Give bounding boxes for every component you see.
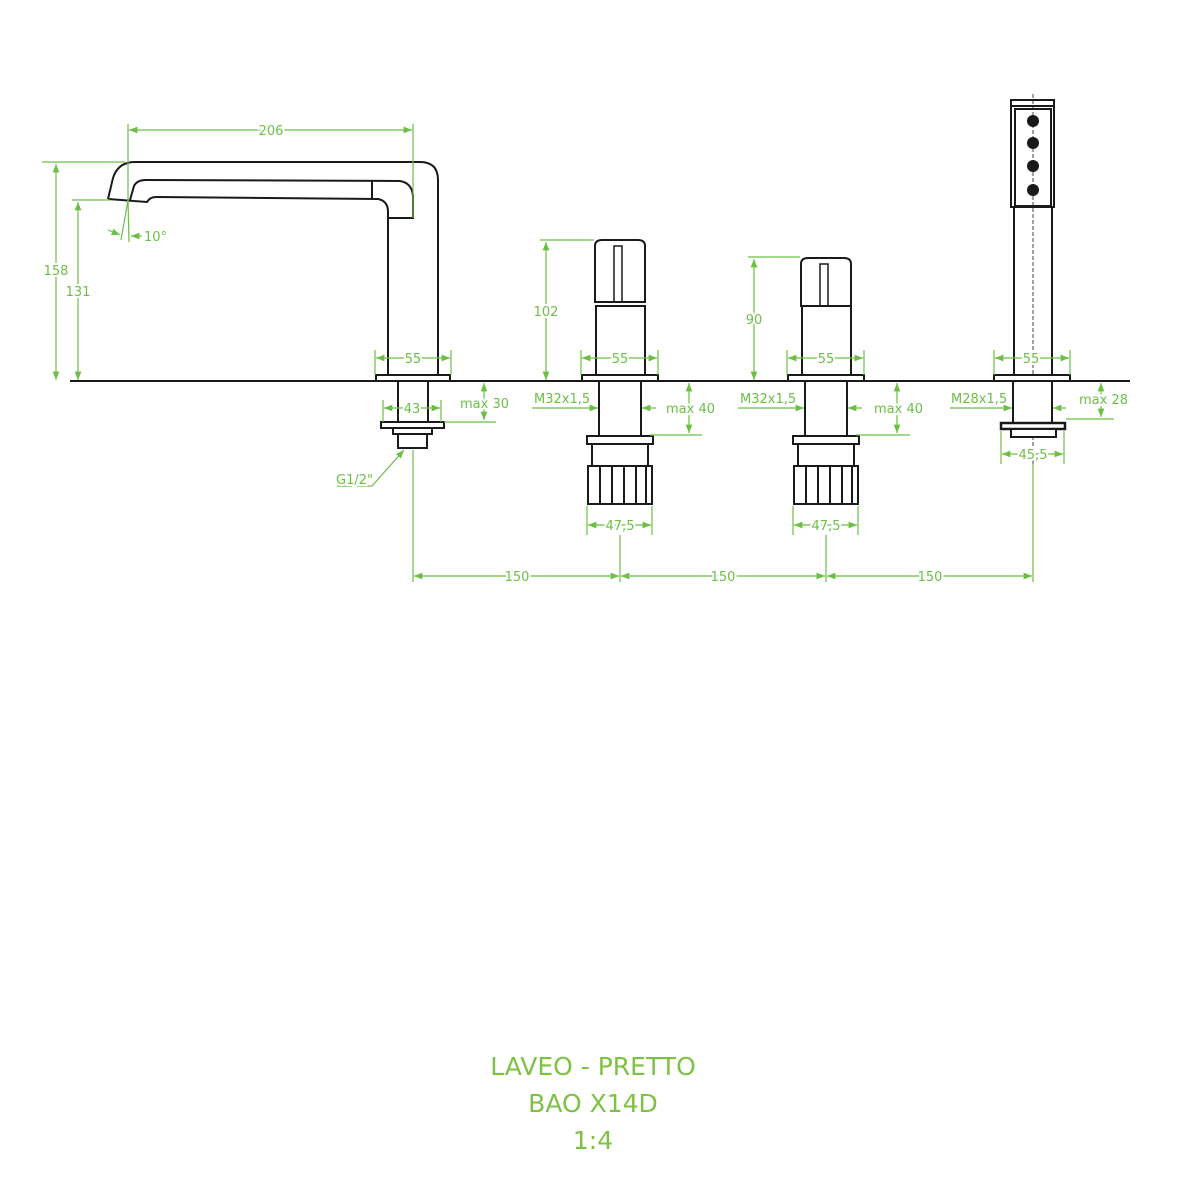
dim-handle-left-nut: 47,5	[606, 519, 635, 534]
dim-spout-height-outlet: 131	[66, 285, 91, 300]
dim-handle-left-height: 102	[534, 305, 559, 320]
spout-dimensions: 206 158 131 10° 55 43 max 30 G1/2"	[42, 122, 511, 490]
dim-handshower-max-depth: max 28	[1079, 393, 1128, 408]
dim-spacing-2: 150	[711, 570, 736, 585]
handshower-dimensions: 55 M28x1,5 max 28 45,5	[949, 350, 1130, 465]
handle-right	[787, 257, 865, 505]
dim-handle-left-max-depth: max 40	[666, 402, 715, 417]
dim-spout-angle: 10°	[144, 230, 167, 245]
spout	[107, 161, 451, 449]
dim-spout-width: 206	[259, 124, 284, 139]
dim-spout-shank: 43	[404, 402, 421, 417]
spray-nozzle-icon	[1027, 184, 1039, 196]
dim-spacing-3: 150	[918, 570, 943, 585]
dim-spacing-1: 150	[505, 570, 530, 585]
handshower	[993, 94, 1071, 466]
product-code: BAO X14D	[528, 1089, 658, 1118]
dim-spout-max-depth: max 30	[460, 397, 509, 412]
dim-handle-right-base: 55	[818, 352, 835, 367]
dim-handle-right-height: 90	[746, 313, 763, 328]
handle-right-dimensions: 90 55 M32x1,5 max 40 47,5	[738, 256, 925, 536]
spray-nozzle-icon	[1027, 137, 1039, 149]
handle-left-dimensions: 102 55 M32x1,5 max 40 47,5	[532, 239, 717, 536]
dim-spout-height-total: 158	[44, 264, 69, 279]
dim-handle-right-nut: 47,5	[812, 519, 841, 534]
dim-handshower-thread: M28x1,5	[951, 392, 1007, 407]
dim-spout-thread: G1/2"	[336, 473, 373, 488]
dim-handshower-base: 55	[1023, 352, 1040, 367]
drawing-scale: 1:4	[573, 1126, 613, 1155]
dim-handle-left-thread: M32x1,5	[534, 392, 590, 407]
spray-nozzle-icon	[1027, 160, 1039, 172]
title-block: LAVEO - PRETTO BAO X14D 1:4	[490, 1052, 696, 1155]
dim-spout-base: 55	[405, 352, 422, 367]
spray-nozzle-icon	[1027, 115, 1039, 127]
dim-handshower-nut: 45,5	[1019, 448, 1048, 463]
handle-left	[581, 239, 659, 505]
dim-handle-right-thread: M32x1,5	[740, 392, 796, 407]
dim-handle-right-max-depth: max 40	[874, 402, 923, 417]
spacing-dimensions: 150 150 150	[412, 450, 1034, 587]
dim-handle-left-base: 55	[612, 352, 629, 367]
product-name: LAVEO - PRETTO	[490, 1052, 696, 1081]
